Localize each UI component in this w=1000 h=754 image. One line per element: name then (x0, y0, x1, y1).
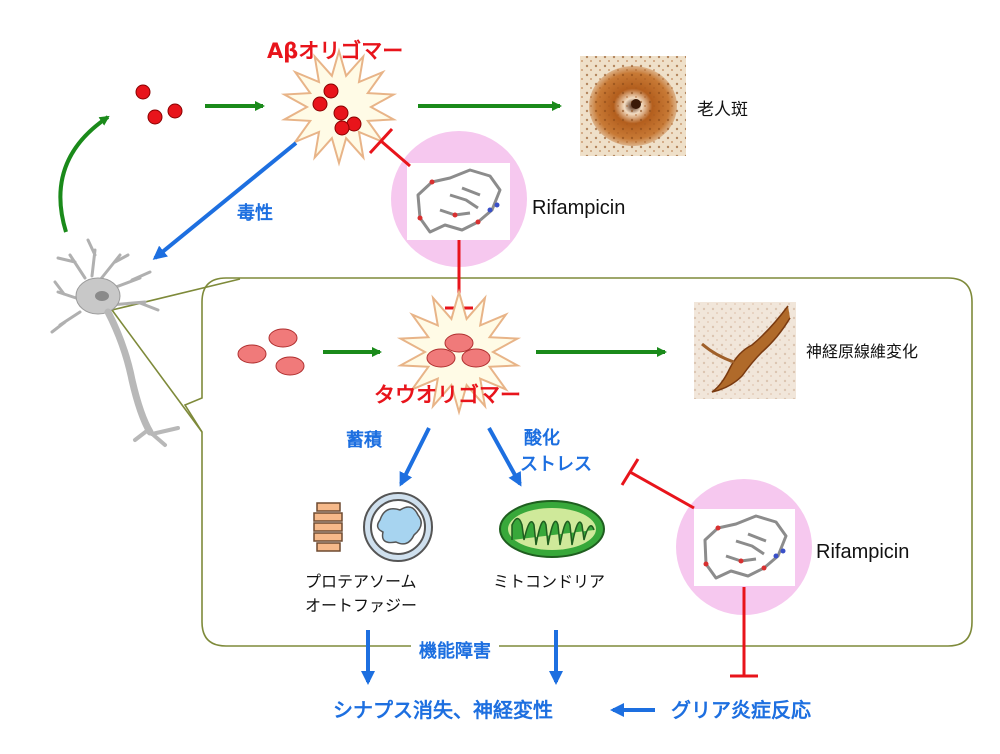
accumulation-arrow (399, 427, 431, 487)
accumulation-label: 蓄積 (346, 430, 382, 451)
mitochondria-label: ミトコンドリア (493, 572, 606, 591)
senile-plaque-image (580, 56, 686, 156)
secretion-arrow (58, 115, 110, 233)
mitochondria-icon (499, 500, 605, 558)
rifampicin-molecule-icon (407, 163, 510, 240)
inhibit-abeta-bar (368, 127, 394, 155)
rifampicin-molecule-icon-bottom (694, 509, 795, 586)
inhibit-oxidative-line (629, 470, 695, 510)
proteasome-icon (313, 502, 343, 552)
callout-line-bottom (111, 309, 203, 433)
neurofibrillary-label: 神経原線維変化 (806, 342, 919, 361)
tau-oligomer-burst-icon (396, 288, 522, 416)
tau-oligomer-label: タウオリゴマー (374, 383, 521, 407)
rifampicin-top-label: Rifampicin (532, 197, 626, 219)
abeta-oligomer-burst-icon (280, 47, 398, 167)
synapse-loss-label: シナプス消失、神経変性 (333, 698, 553, 722)
toxicity-label: 毒性 (237, 203, 273, 224)
glia-inflammation-label: グリア炎症反応 (671, 698, 811, 722)
oxidative-stress-label-2: ストレス (520, 454, 592, 475)
abeta-oligomer-label: Aβオリゴマー (267, 39, 404, 63)
abeta-monomers (135, 84, 183, 125)
oxidative-stress-label-1: 酸化 (524, 428, 560, 449)
inhibit-abeta-line (380, 139, 411, 168)
dysfunction-label: 機能障害 (411, 643, 499, 661)
neuron-interior-box (183, 277, 973, 647)
oxidative-stress-arrow (487, 427, 522, 487)
inhibit-oxidative-bar (620, 458, 640, 486)
rifampicin-bottom-label: Rifampicin (816, 541, 910, 563)
senile-plaque-label: 老人斑 (697, 100, 748, 120)
neuron-icon (50, 238, 180, 447)
proteasome-label: プロテアソーム (305, 572, 417, 591)
callout-line-top (111, 278, 241, 311)
neurofibrillary-tangle-image (694, 302, 796, 399)
autophagosome-icon (363, 492, 433, 562)
toxicity-arrow (152, 141, 298, 260)
autophagy-label: オートファジー (305, 596, 418, 615)
tau-monomers (237, 328, 305, 376)
